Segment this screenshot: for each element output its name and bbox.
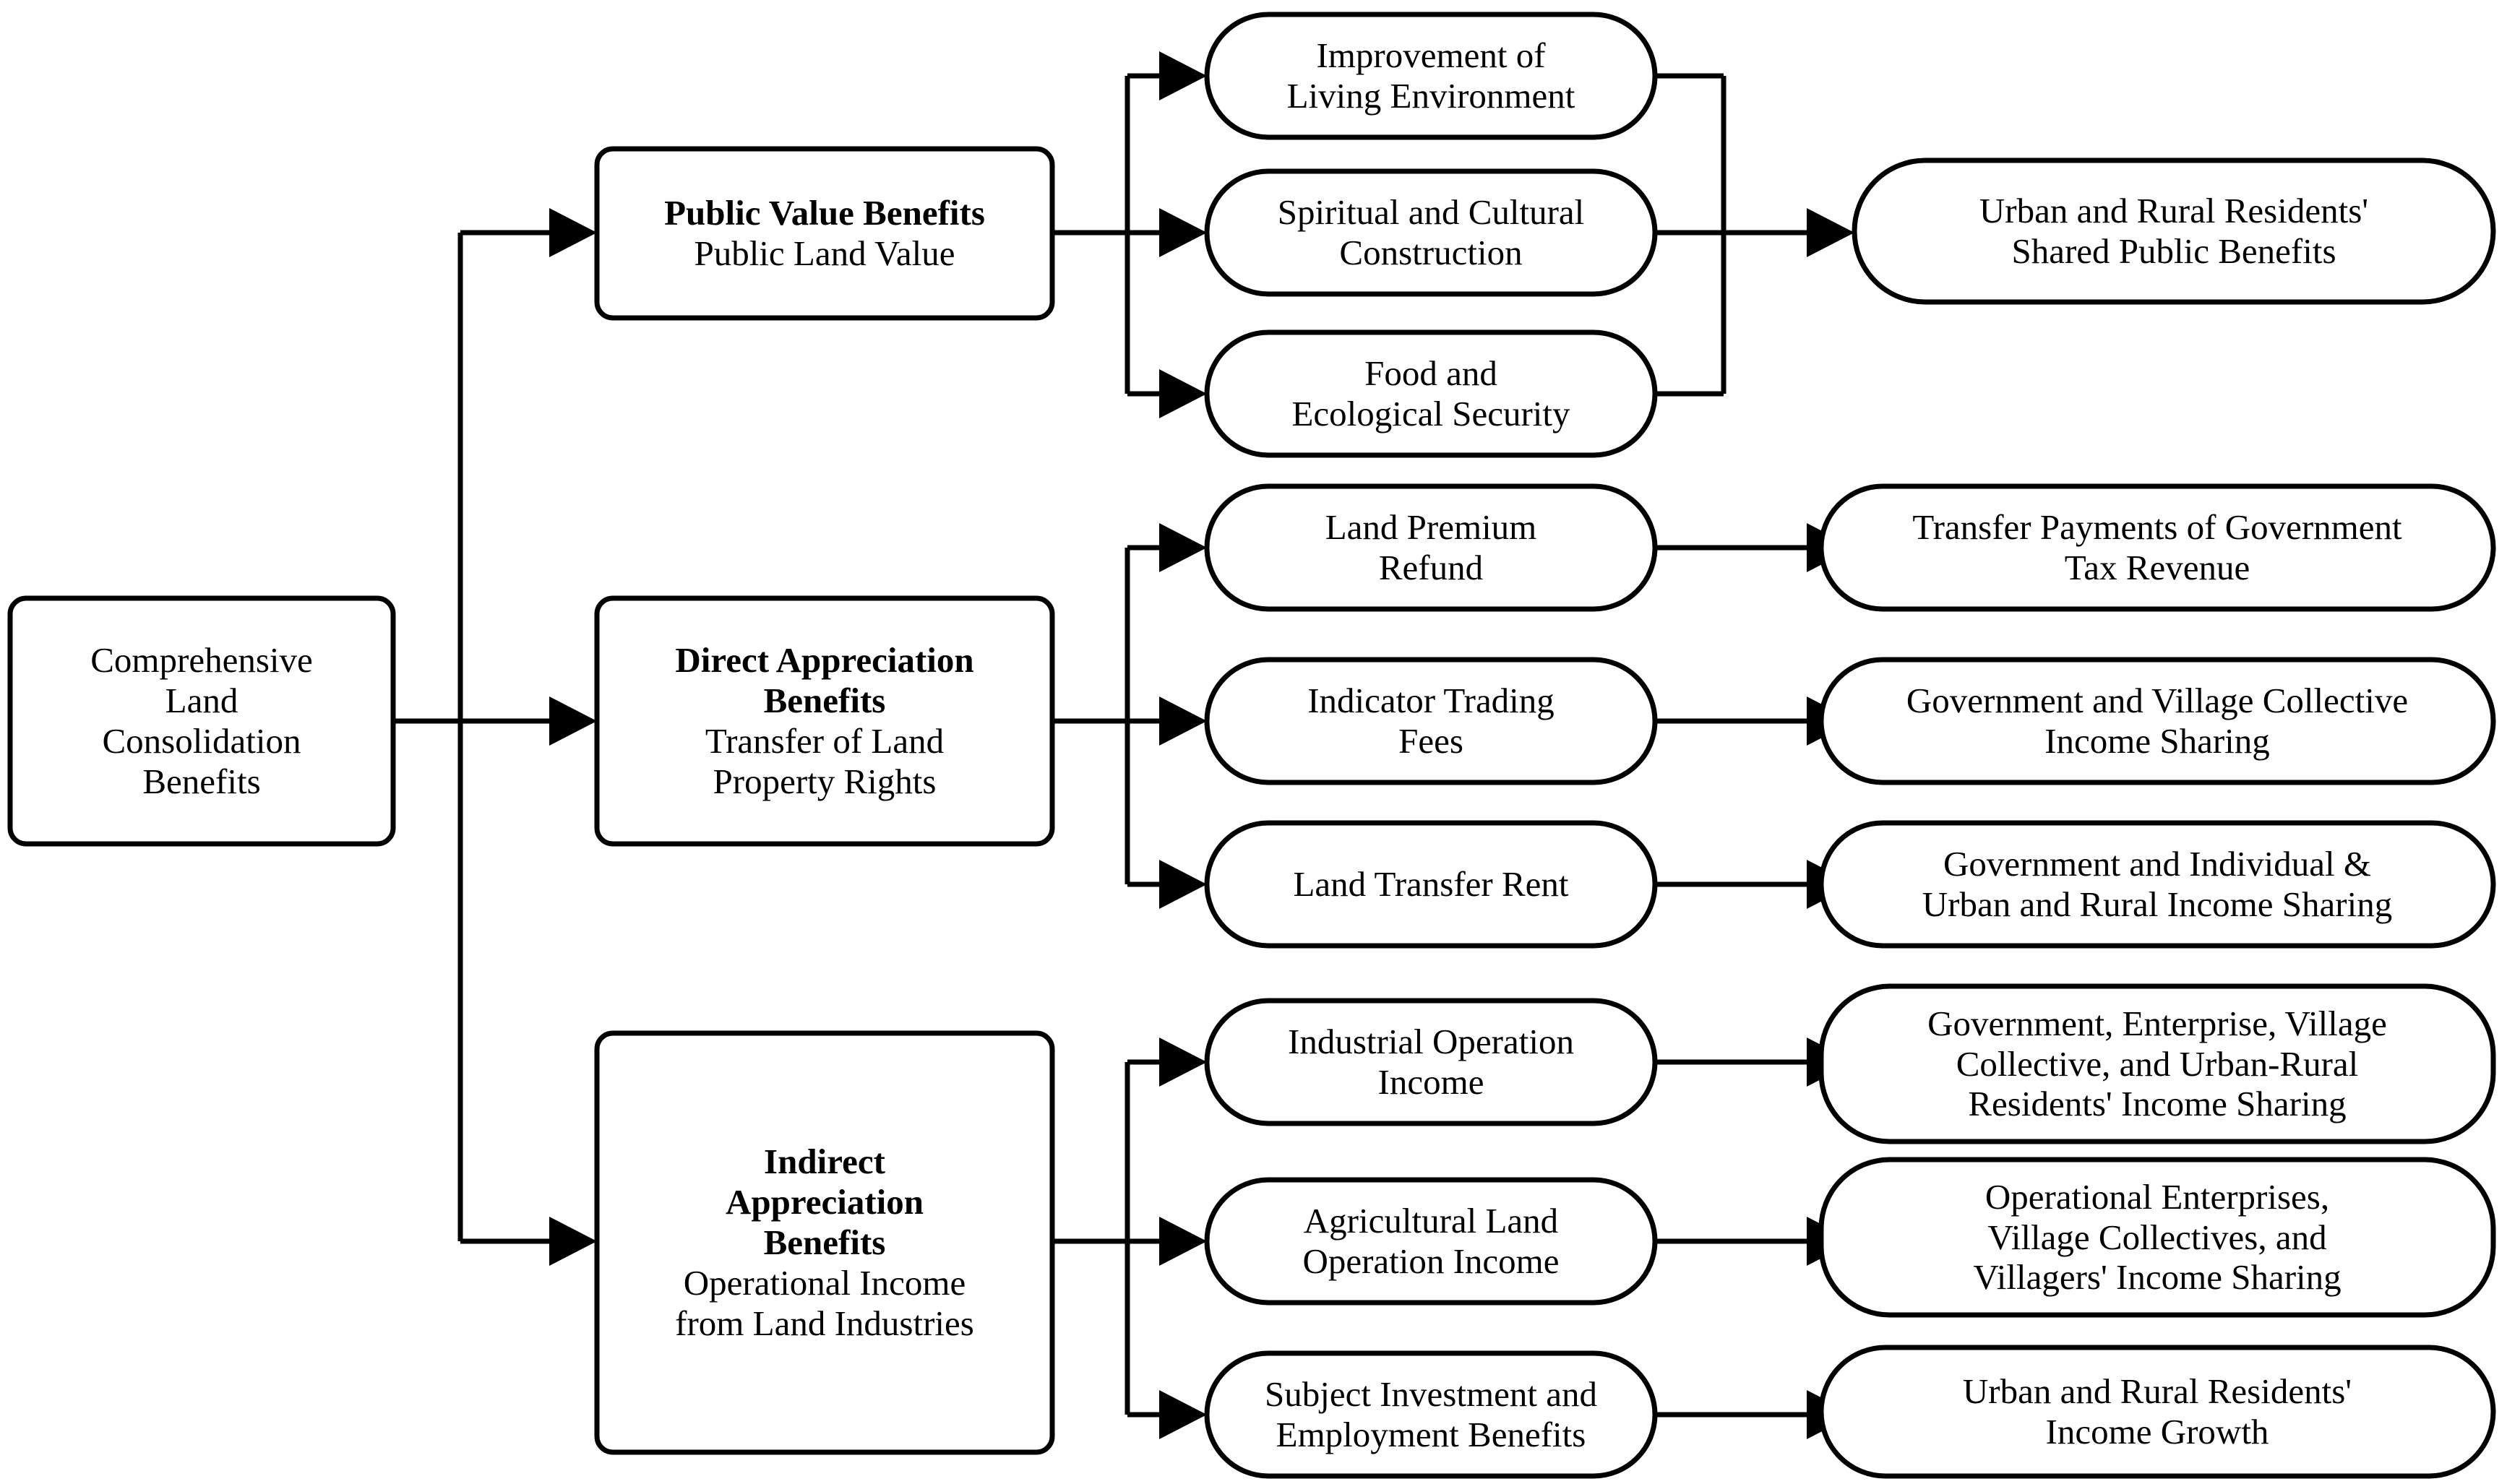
node-urban-rural-residents-income-growth-shape[interactable] <box>1818 1345 2496 1479</box>
node-transfer-payments-government-tax-revenue-shape[interactable] <box>1818 483 2496 612</box>
node-indicator-trading-fees-shape[interactable] <box>1204 657 1658 785</box>
arrowhead-b3-c2 <box>1159 1217 1207 1266</box>
node-industrial-operation-income-shape[interactable] <box>1204 998 1658 1126</box>
node-root-shape[interactable] <box>7 595 396 847</box>
node-urban-rural-shared-public-benefits-shape[interactable] <box>1852 158 2496 305</box>
node-government-village-collective-income-sharing-shape[interactable] <box>1818 657 2496 785</box>
node-land-premium-refund-shape[interactable] <box>1204 483 1658 612</box>
arrowhead-b1-c2 <box>1159 208 1207 257</box>
arrowhead-b3-c1 <box>1159 1037 1207 1087</box>
arrowhead-b2-c1 <box>1159 523 1207 572</box>
arrowhead-branch-1 <box>549 208 597 257</box>
arrowhead-b1-outcome <box>1807 208 1854 257</box>
arrowhead-b1-c3 <box>1159 369 1207 418</box>
arrowhead-branch-3 <box>549 1217 597 1266</box>
arrowhead-branch-2 <box>549 696 597 746</box>
node-operational-enterprises-village-collectives-villagers-income-sharing-shape[interactable] <box>1818 1157 2496 1318</box>
arrowhead-b1-c1 <box>1159 51 1207 100</box>
node-government-enterprise-village-urban-rural-income-sharing-shape[interactable] <box>1818 983 2496 1144</box>
node-government-individual-urban-rural-income-sharing-shape[interactable] <box>1818 820 2496 949</box>
node-indirect-appreciation-benefits-shape[interactable] <box>594 1030 1055 1455</box>
node-food-and-ecological-security-shape[interactable] <box>1204 329 1658 458</box>
node-public-value-benefits-shape[interactable] <box>594 146 1055 321</box>
node-improvement-of-living-environment-shape[interactable] <box>1204 12 1658 140</box>
arrowhead-b2-c2 <box>1159 696 1207 746</box>
node-spiritual-and-cultural-construction-shape[interactable] <box>1204 168 1658 297</box>
arrowhead-b2-c3 <box>1159 860 1207 909</box>
node-subject-investment-and-employment-benefits-shape[interactable] <box>1204 1350 1658 1479</box>
node-land-transfer-rent-shape[interactable] <box>1204 820 1658 949</box>
arrowhead-b3-c3 <box>1159 1390 1207 1439</box>
node-agricultural-land-operation-income-shape[interactable] <box>1204 1177 1658 1306</box>
node-direct-appreciation-benefits-shape[interactable] <box>594 595 1055 847</box>
